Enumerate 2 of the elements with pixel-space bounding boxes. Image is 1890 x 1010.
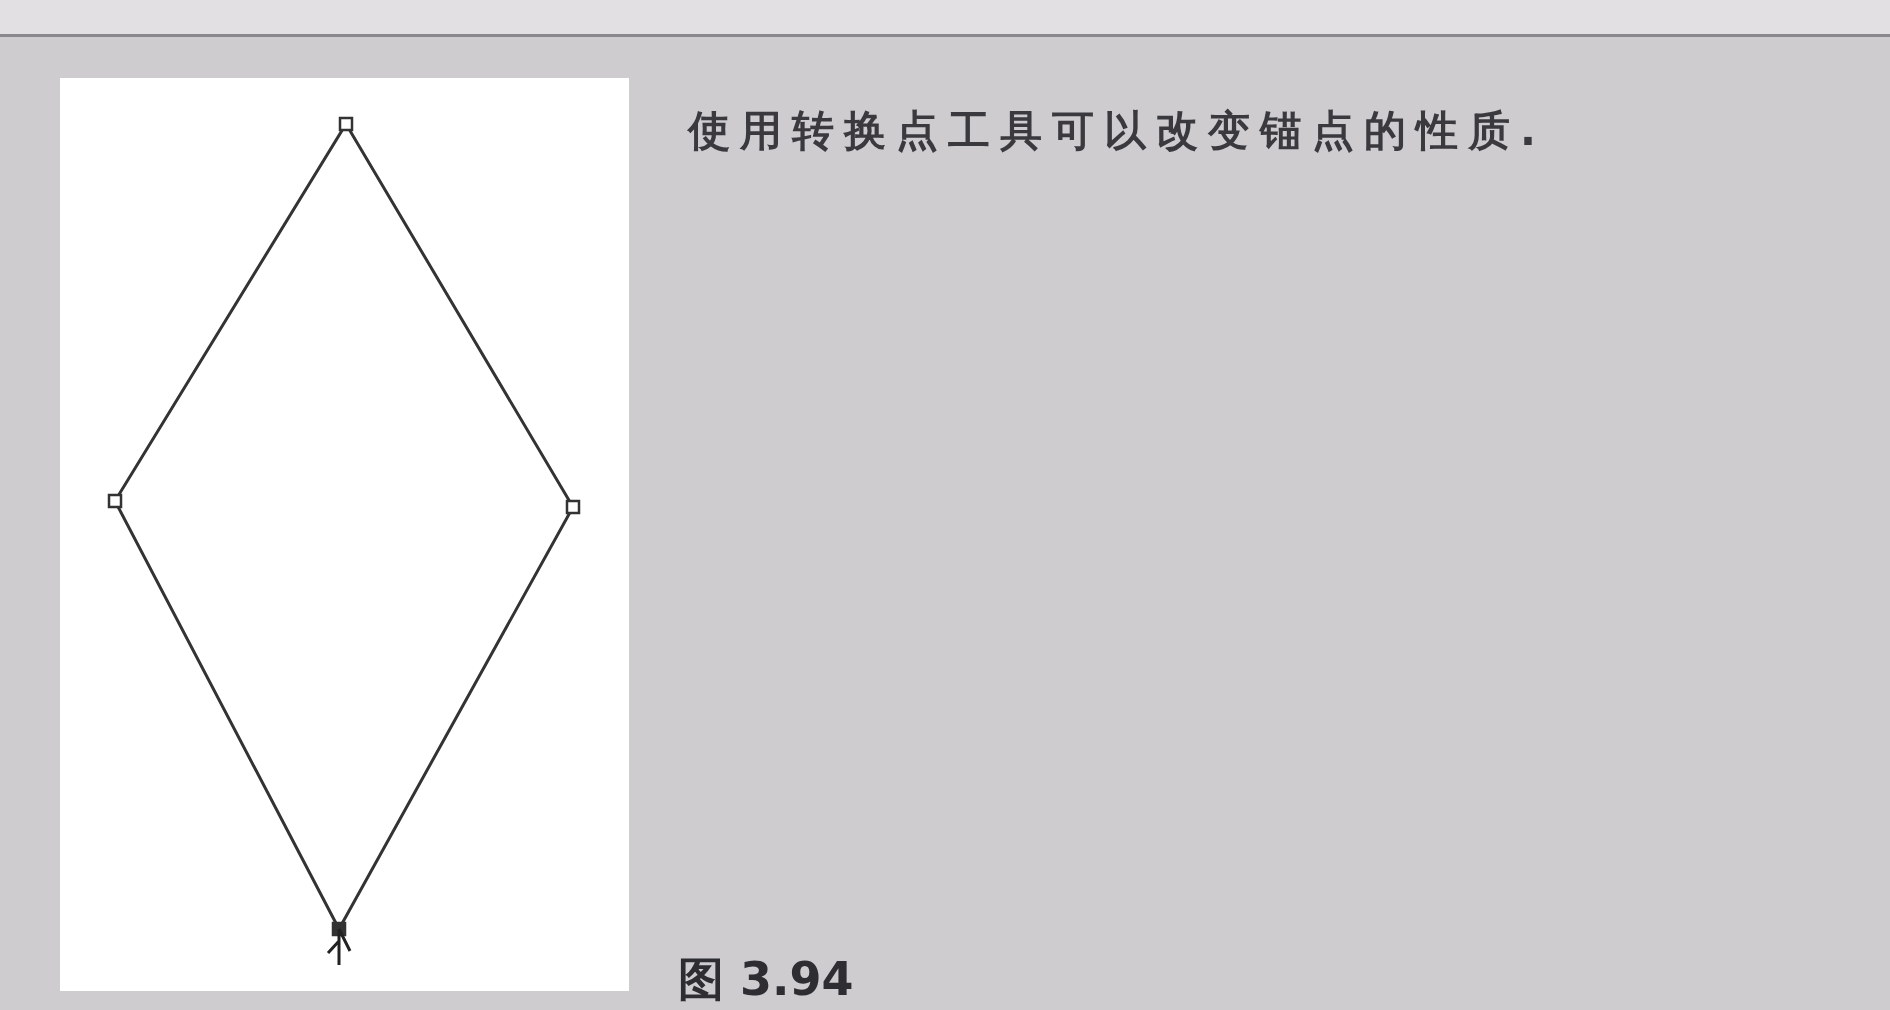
instruction-text: 使用转换点工具可以改变锚点的性质. xyxy=(688,105,1546,157)
figure-caption: 图 3.94 xyxy=(678,951,854,1008)
